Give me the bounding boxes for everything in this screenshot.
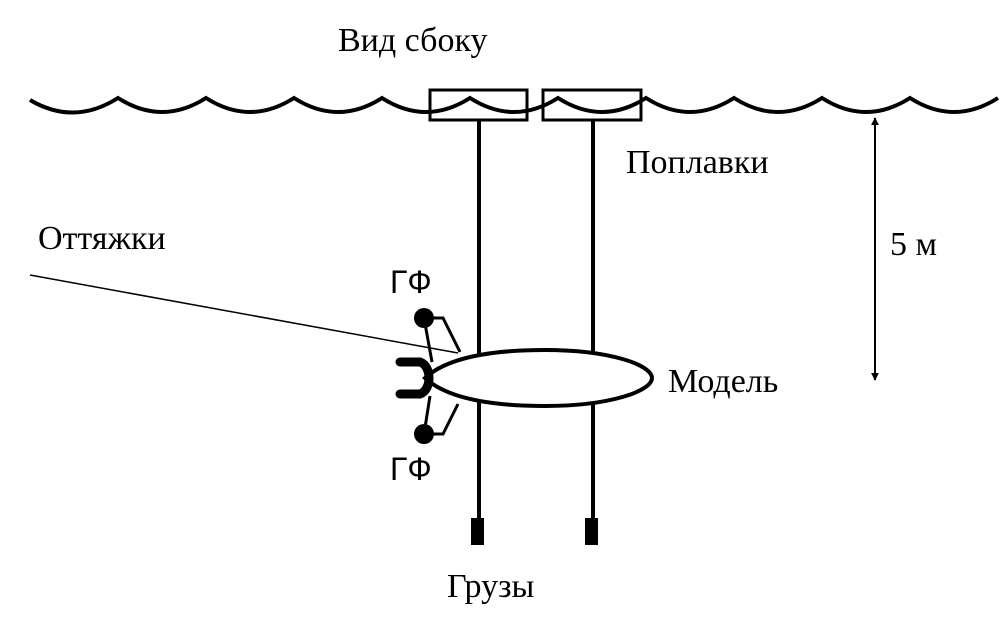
weights-label: Грузы xyxy=(447,568,535,605)
weight-left xyxy=(471,518,484,545)
sensor-top xyxy=(414,308,434,328)
floats-label: Поплавки xyxy=(626,144,769,181)
sensor-top-label: ГФ xyxy=(390,264,432,300)
diagram-title: Вид сбоку xyxy=(338,22,488,59)
sensor-bottom xyxy=(414,424,434,444)
guy-line xyxy=(29,274,459,354)
depth-label: 5 м xyxy=(890,226,938,263)
model-body xyxy=(422,347,655,409)
model-label: Модель xyxy=(668,363,779,400)
water-surface xyxy=(28,95,1000,115)
model-bracket xyxy=(395,357,434,399)
guys-label: Оттяжки xyxy=(38,220,166,257)
sensor-bottom-label: ГФ xyxy=(390,451,432,487)
weight-right xyxy=(585,518,598,545)
float-right xyxy=(541,88,643,122)
